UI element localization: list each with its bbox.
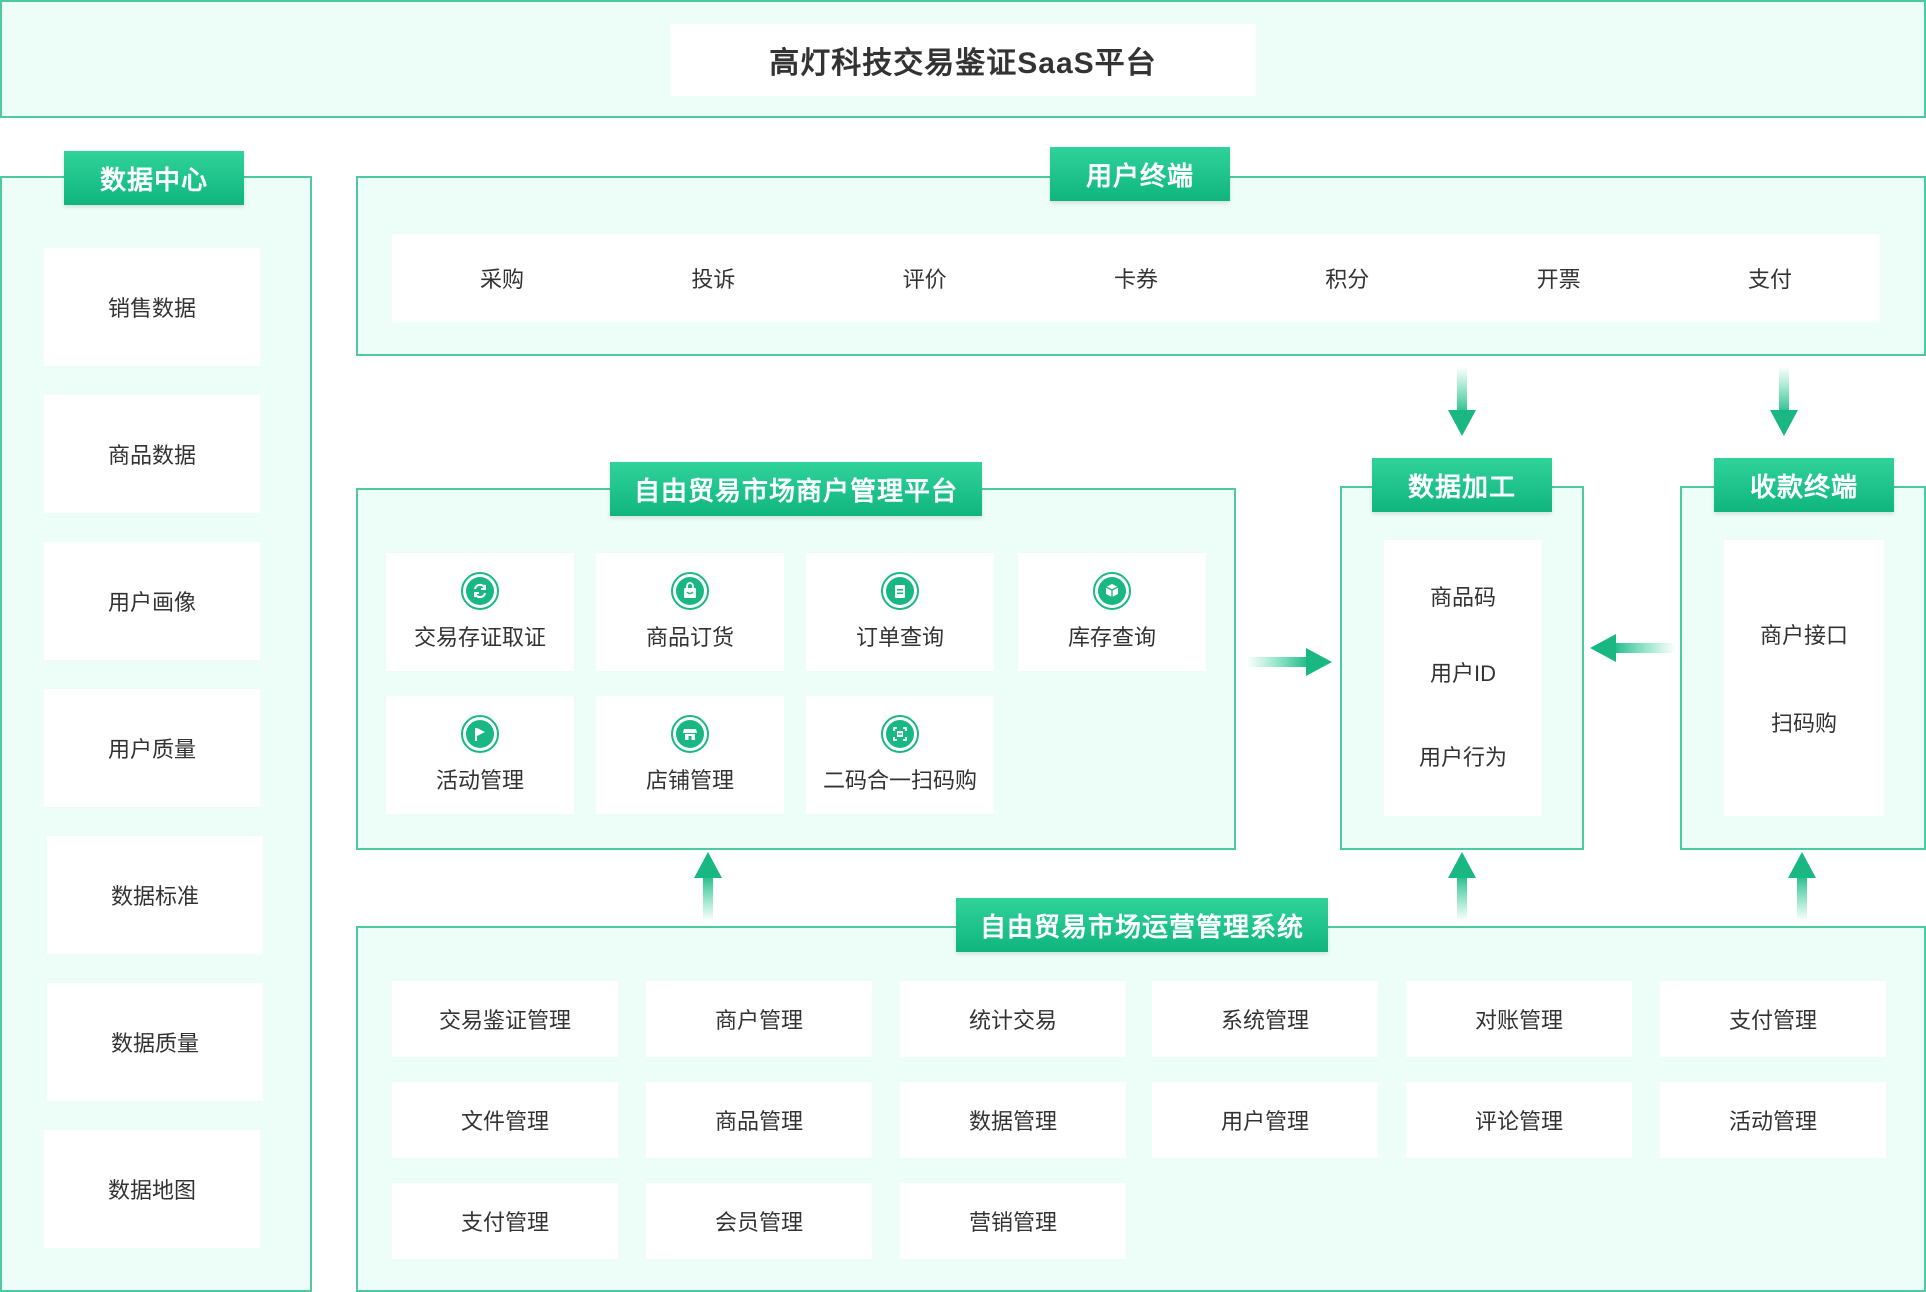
data-center-item[interactable]: 用户画像 [44,542,260,660]
terminal-item[interactable]: 卡券 [1113,267,1158,292]
arrow-up-icon [694,852,722,922]
data-processing-label: 数据加工 [1372,458,1552,512]
arrow-right-icon [1246,648,1332,676]
terminal-item[interactable]: 积分 [1325,267,1370,292]
operations-item[interactable]: 文件管理 [392,1082,618,1158]
arrow-up-icon [1788,852,1816,922]
arrow-down-icon [1770,366,1798,436]
operations-item[interactable]: 数据管理 [900,1082,1126,1158]
data-center-item[interactable]: 数据地图 [44,1130,260,1248]
clipboard-icon [881,572,919,610]
payment-terminal-items: 商户接口 扫码购 [1724,540,1884,816]
operations-system-label: 自由贸易市场运营管理系统 [956,898,1328,952]
operations-item[interactable]: 统计交易 [900,981,1126,1057]
data-processing-item[interactable]: 商品码 [1429,585,1496,610]
operations-item[interactable]: 交易鉴证管理 [392,981,618,1057]
merchant-item[interactable]: 订单查询 [806,553,994,671]
data-center-item[interactable]: 数据质量 [47,983,263,1101]
user-terminal-items: 采购 投诉 评价 卡券 积分 开票 支付 [392,234,1880,322]
data-processing-item[interactable]: 用户ID [1429,661,1496,686]
data-processing-item[interactable]: 用户行为 [1418,745,1507,770]
payment-terminal-label: 收款终端 [1714,458,1894,512]
operations-item[interactable]: 会员管理 [646,1183,872,1259]
operations-item[interactable]: 支付管理 [392,1183,618,1259]
merchant-item-label: 库存查询 [1067,625,1156,650]
payment-terminal-item[interactable]: 商户接口 [1759,623,1848,648]
terminal-item[interactable]: 采购 [479,267,524,292]
merchant-item-label: 商品订货 [645,625,734,650]
data-center-item[interactable]: 商品数据 [44,395,260,513]
merchant-item-label: 活动管理 [435,768,524,793]
merchant-item-label: 交易存证取证 [413,625,546,650]
merchant-platform-label: 自由贸易市场商户管理平台 [610,462,982,516]
arrow-up-icon [1448,852,1476,922]
merchant-item[interactable]: 活动管理 [386,696,574,814]
data-center-label: 数据中心 [64,151,244,205]
data-center-item[interactable]: 销售数据 [44,248,260,366]
merchant-item-label: 二码合一扫码购 [822,768,977,793]
operations-item[interactable]: 对账管理 [1406,981,1632,1057]
merchant-item-label: 店铺管理 [645,768,734,793]
exchange-icon [461,572,499,610]
operations-item[interactable]: 系统管理 [1152,981,1378,1057]
payment-terminal-item[interactable]: 扫码购 [1770,711,1837,736]
user-terminal-label: 用户终端 [1050,147,1230,201]
page-title: 高灯科技交易鉴证SaaS平台 [670,24,1256,96]
operations-item[interactable]: 支付管理 [1660,981,1886,1057]
merchant-item[interactable]: 交易存证取证 [386,553,574,671]
header-bar: 高灯科技交易鉴证SaaS平台 [0,0,1926,118]
merchant-item[interactable]: 商品订货 [596,553,784,671]
merchant-item-label: 订单查询 [855,625,944,650]
data-center-item[interactable]: 数据标准 [47,836,263,954]
merchant-item[interactable]: 二码合一扫码购 [806,696,994,814]
operations-item[interactable]: 用户管理 [1152,1082,1378,1158]
operations-item[interactable]: 商户管理 [646,981,872,1057]
operations-item[interactable]: 营销管理 [900,1183,1126,1259]
data-processing-items: 商品码 用户ID 用户行为 [1384,540,1542,816]
scan-icon [881,715,919,753]
terminal-item[interactable]: 评价 [902,267,947,292]
shopping-bag-icon [671,572,709,610]
terminal-item[interactable]: 支付 [1747,267,1792,292]
operations-item[interactable]: 活动管理 [1660,1082,1886,1158]
flag-icon [461,715,499,753]
operations-item[interactable]: 评论管理 [1406,1082,1632,1158]
store-icon [671,715,709,753]
operations-item[interactable]: 商品管理 [646,1082,872,1158]
data-center-item[interactable]: 用户质量 [44,689,260,807]
box-icon [1093,572,1131,610]
arrow-left-icon [1590,634,1676,662]
merchant-item[interactable]: 库存查询 [1018,553,1206,671]
terminal-item[interactable]: 开票 [1536,267,1581,292]
arrow-down-icon [1448,366,1476,436]
merchant-item[interactable]: 店铺管理 [596,696,784,814]
terminal-item[interactable]: 投诉 [691,267,736,292]
